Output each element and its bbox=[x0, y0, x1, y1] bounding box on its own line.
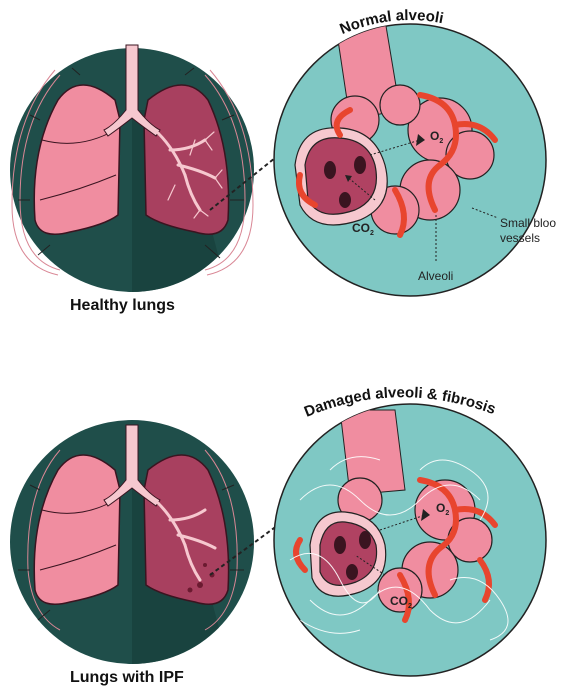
healthy-lungs-caption: Healthy lungs bbox=[70, 297, 175, 315]
small-vessels-label-line1: Small bloo bbox=[500, 216, 556, 230]
small-vessels-label-line2: vessels bbox=[500, 231, 540, 245]
normal-alveoli-zoom: O2 CO2 Small bloo vessels Alveoli bbox=[274, 20, 556, 296]
alveoli-label: Alveoli bbox=[418, 269, 453, 283]
ipf-lungs-caption: Lungs with IPF bbox=[70, 669, 184, 687]
damaged-alveoli-zoom: O2 CO2 bbox=[274, 404, 546, 676]
ipf-lungs-illustration bbox=[10, 420, 254, 670]
healthy-lungs-illustration bbox=[10, 45, 254, 300]
